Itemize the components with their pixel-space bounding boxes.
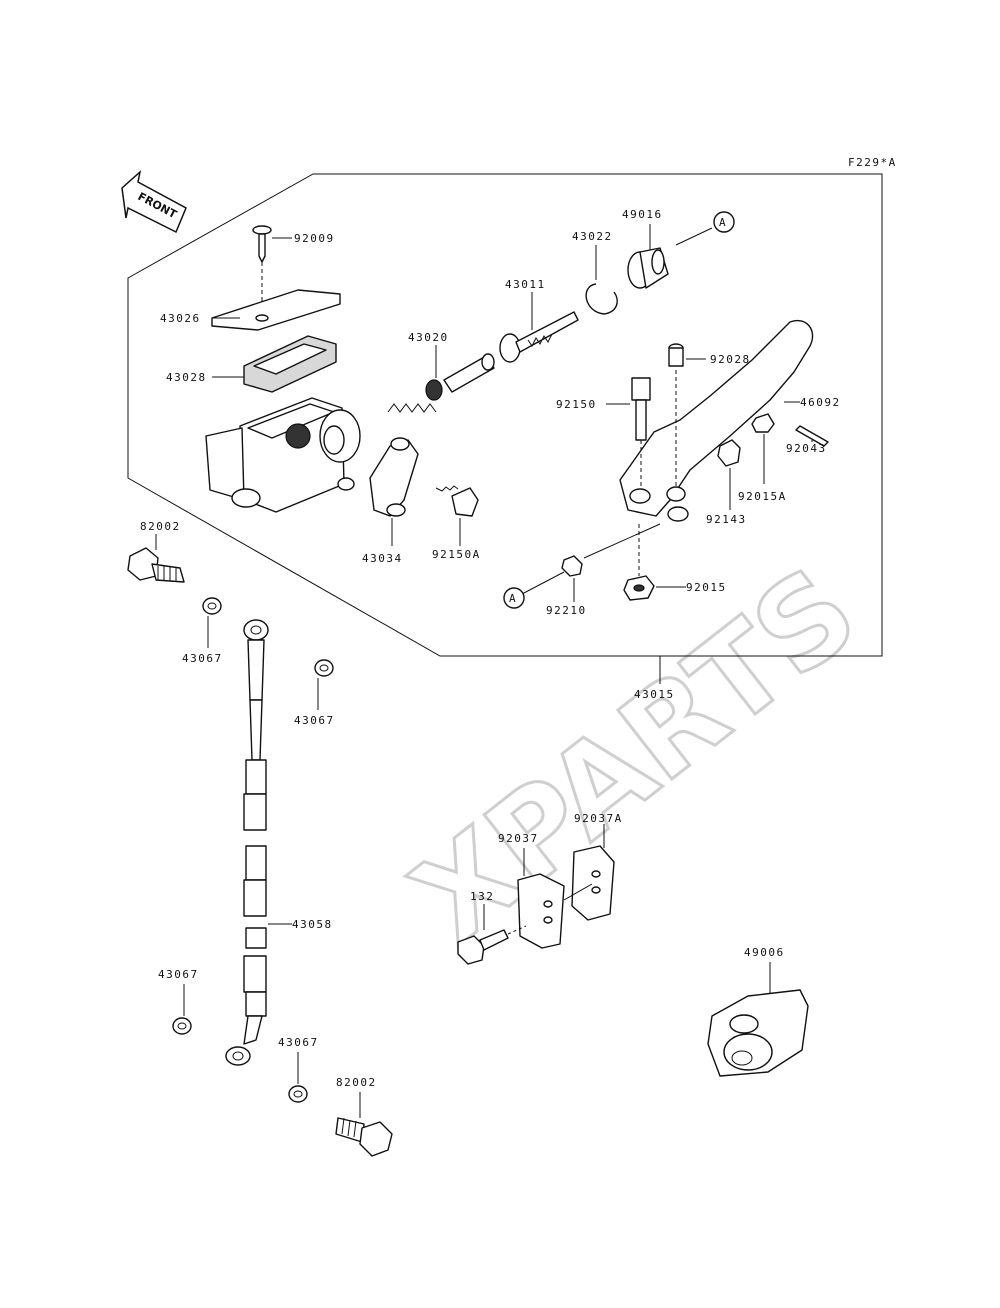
screw-92009 — [252, 225, 272, 318]
label-92015: 92015 — [686, 581, 727, 594]
washer-43067-b — [314, 659, 334, 677]
brake-lever-46092 — [619, 319, 814, 522]
ref-marker-a-bottom — [503, 587, 525, 609]
label-49016: 49016 — [622, 208, 663, 221]
circlip-43022 — [585, 283, 618, 315]
bolt-92150A — [435, 485, 479, 517]
label-43028: 43028 — [166, 371, 207, 384]
washer-43067-a — [202, 597, 222, 615]
part-labels: 92009 43026 43028 43020 43011 43022 4901… — [140, 208, 841, 1089]
label-82002-top: 82002 — [140, 520, 181, 533]
master-cylinder-body — [205, 397, 361, 513]
label-43022: 43022 — [572, 230, 613, 243]
nut-92015 — [623, 524, 655, 601]
reservoir-cap-43026 — [211, 289, 341, 331]
label-92028: 92028 — [710, 353, 751, 366]
washer-43067-c — [172, 1017, 192, 1035]
pivot-bolt-92150 — [631, 377, 651, 488]
label-92009: 92009 — [294, 232, 335, 245]
bolt-132 — [457, 925, 527, 965]
watermark: XPARTS — [389, 542, 882, 970]
washer-43067-d — [288, 1085, 308, 1103]
collar-92143 — [717, 439, 741, 467]
label-92143: 92143 — [706, 513, 747, 526]
label-43020: 43020 — [408, 331, 449, 344]
front-arrow-icon: FRONT — [121, 169, 187, 234]
label-82002-bottom: 82002 — [336, 1076, 377, 1089]
bracket-92037 — [517, 873, 565, 949]
label-92037: 92037 — [498, 832, 539, 845]
label-43011: 43011 — [505, 278, 546, 291]
ref-marker-a-top — [713, 211, 735, 233]
label-43067-c: 43067 — [158, 968, 199, 981]
banjo-bolt-82002-bottom — [335, 1117, 393, 1157]
label-43067-a: 43067 — [182, 652, 223, 665]
label-92150: 92150 — [556, 398, 597, 411]
label-92037A: 92037A — [574, 812, 623, 825]
clamp-43034 — [369, 437, 419, 517]
cotter-pin-92043 — [795, 425, 829, 447]
bracket-92037A — [571, 845, 615, 921]
banjo-bolt-82002-top — [127, 547, 185, 583]
label-132: 132 — [470, 890, 494, 903]
label-46092: 46092 — [800, 396, 841, 409]
label-43015: 43015 — [634, 688, 675, 701]
nut-92015A — [751, 413, 775, 433]
dust-boot-49016 — [627, 247, 669, 289]
label-92210: 92210 — [546, 604, 587, 617]
label-43067-b: 43067 — [294, 714, 335, 727]
bushing-92028 — [668, 343, 684, 486]
ref-marker-a-top-label: A — [719, 216, 727, 229]
label-49006: 49006 — [744, 946, 785, 959]
label-43067-d: 43067 — [278, 1036, 319, 1049]
label-43034: 43034 — [362, 552, 403, 565]
label-92015A: 92015A — [738, 490, 787, 503]
ref-marker-a-bottom-label: A — [509, 592, 517, 605]
diaphragm-43028 — [243, 335, 337, 393]
piston-spring-43020 — [387, 353, 495, 413]
brake-hose-43058 — [225, 619, 269, 1066]
label-43058: 43058 — [292, 918, 333, 931]
label-92150A: 92150A — [432, 548, 481, 561]
switch-housing-49006 — [707, 989, 809, 1077]
label-43026: 43026 — [160, 312, 201, 325]
pushrod-43011 — [499, 311, 579, 363]
label-92043: 92043 — [786, 442, 827, 455]
assembly-boundary — [127, 173, 883, 657]
nut-92210 — [561, 555, 583, 577]
diagram-ref-code: F229*A — [848, 156, 897, 169]
